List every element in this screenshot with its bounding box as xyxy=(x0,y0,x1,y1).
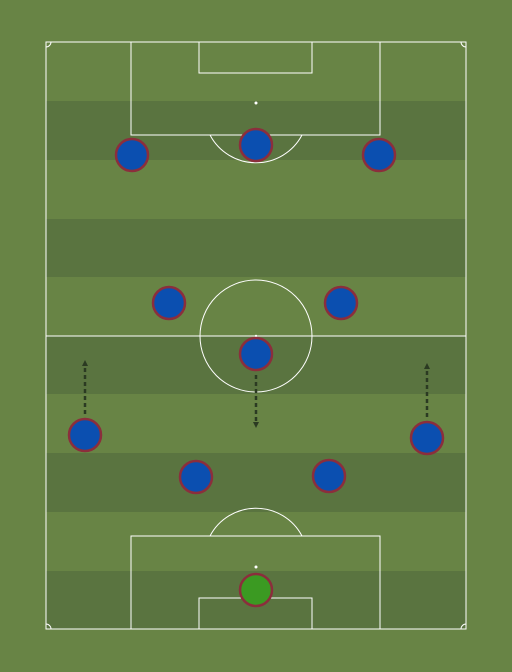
player-center-back-right[interactable] xyxy=(311,458,347,494)
player-attacking-mid-left[interactable] xyxy=(151,285,187,321)
corner-arc-top-left xyxy=(45,41,52,48)
corner-arc-bottom-right xyxy=(460,623,467,630)
movement-arrows xyxy=(82,360,430,428)
player-forward-right[interactable] xyxy=(361,137,397,173)
pitch-stripe xyxy=(46,453,466,512)
player-forward-left[interactable] xyxy=(114,137,150,173)
bottom-penalty-arc xyxy=(209,507,303,537)
bottom-penalty-spot xyxy=(254,565,258,569)
player-defensive-mid[interactable] xyxy=(238,336,274,372)
top-goal-area xyxy=(198,41,313,74)
player-center-back-left[interactable] xyxy=(178,459,214,495)
corner-arc-bottom-left xyxy=(45,623,52,630)
player-goalkeeper[interactable] xyxy=(238,572,274,608)
players xyxy=(67,127,445,608)
top-penalty-arc xyxy=(209,134,303,164)
top-penalty-spot xyxy=(254,101,258,105)
player-wing-back-left[interactable] xyxy=(67,417,103,453)
player-forward-center[interactable] xyxy=(238,127,274,163)
player-attacking-mid-right[interactable] xyxy=(323,285,359,321)
center-spot xyxy=(254,334,258,338)
pitch-stripe xyxy=(46,219,466,277)
corner-arc-top-right xyxy=(460,41,467,48)
player-wing-back-right[interactable] xyxy=(409,420,445,456)
